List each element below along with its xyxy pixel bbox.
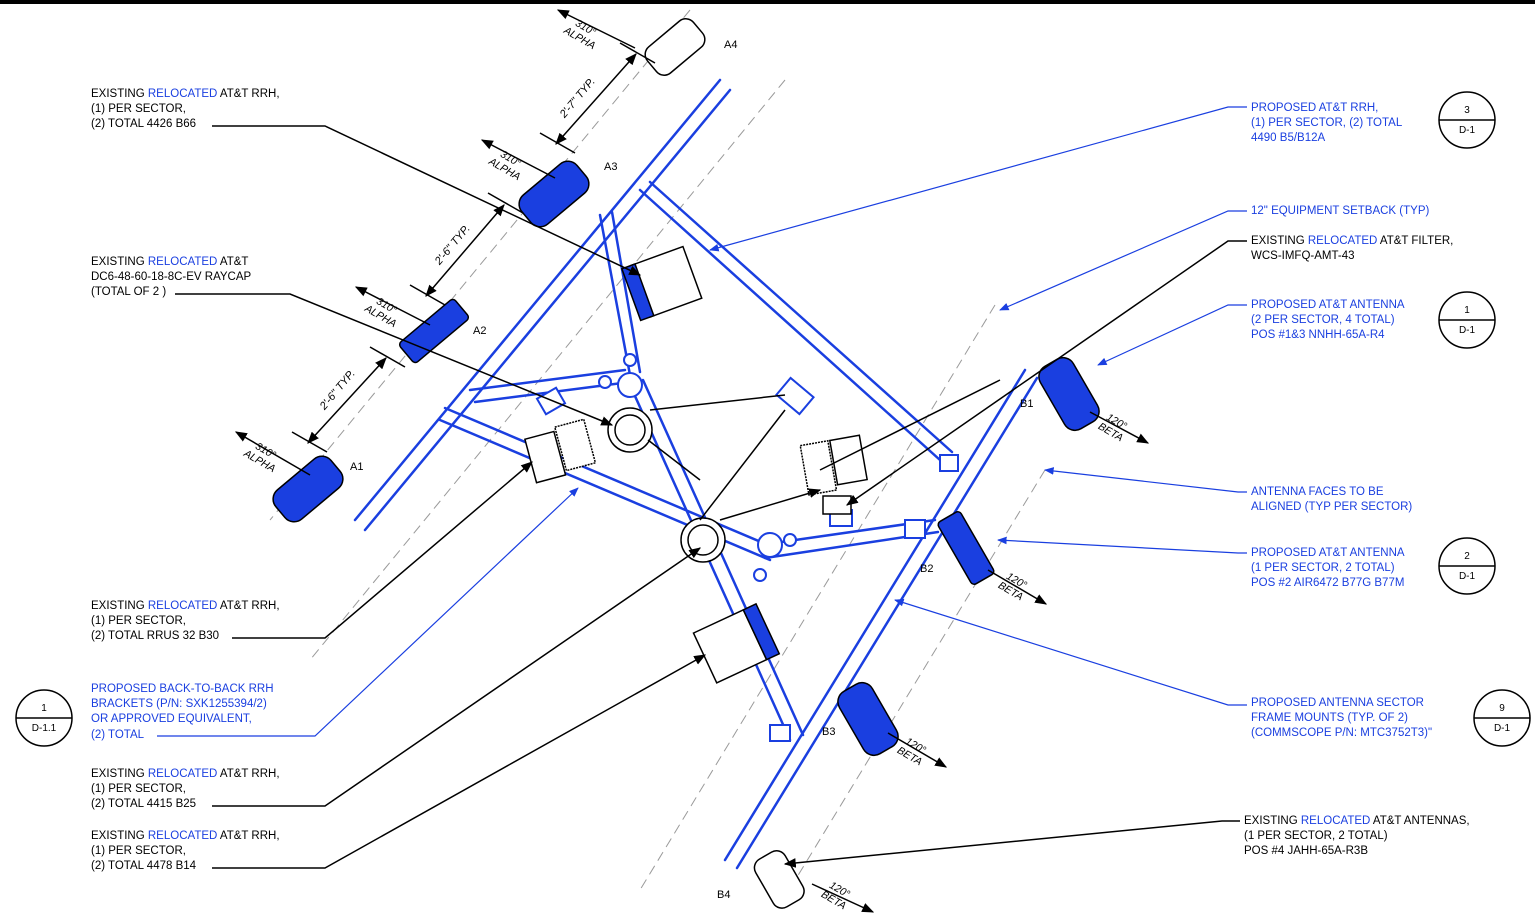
note-existing-rrh-rrus32: EXISTING RELOCATED AT&T RRH, (1) PER SEC… <box>91 600 280 643</box>
beta-azimuth-arrows <box>811 411 1150 913</box>
svg-text:2'-6" TYP.: 2'-6" TYP. <box>432 223 473 268</box>
detail-bubble-1-d1: 1 D-1 <box>1438 291 1496 349</box>
note-existing-raycap: EXISTING RELOCATED AT&T DC6-48-60-18-8C-… <box>91 256 252 299</box>
antenna-b4 <box>753 850 805 909</box>
svg-text:D-1: D-1 <box>1459 125 1476 136</box>
svg-text:2'-6" TYP.: 2'-6" TYP. <box>317 368 358 413</box>
detail-bubble-9-d1: 9 D-1 <box>1473 689 1531 747</box>
dimension-lines <box>291 42 656 453</box>
note-antenna-faces-aligned: ANTENNA FACES TO BE ALIGNED (TYP PER SEC… <box>1251 486 1413 514</box>
alpha-azimuth-arrows <box>234 9 636 476</box>
alignment-lines <box>269 9 1046 906</box>
svg-text:9: 9 <box>1499 703 1505 714</box>
note-proposed-frame-mounts: PROPOSED ANTENNA SECTOR FRAME MOUNTS (TY… <box>1251 697 1433 740</box>
note-proposed-antenna-air6472: PROPOSED AT&T ANTENNA (1 PER SECTOR, 2 T… <box>1251 547 1405 590</box>
svg-text:2'-7" TYP.: 2'-7" TYP. <box>557 76 598 121</box>
hub-assemblies <box>535 353 959 742</box>
antenna-a2 <box>398 298 470 364</box>
note-existing-rrh-4478: EXISTING RELOCATED AT&T RRH, (1) PER SEC… <box>91 830 280 873</box>
note-existing-filter: EXISTING RELOCATED AT&T FILTER, WCS-IMFQ… <box>1251 235 1454 263</box>
rrh-units <box>523 245 869 684</box>
beta-azimuth-text: 120° BETA 120° BETA 120° BETA 120° BETA <box>819 411 1129 912</box>
label-a1: A1 <box>350 461 363 473</box>
svg-text:1: 1 <box>41 703 47 714</box>
label-b2: B2 <box>920 563 933 575</box>
svg-text:2: 2 <box>1464 551 1470 562</box>
label-b4: B4 <box>717 889 730 901</box>
blue-leaders <box>157 106 1247 737</box>
label-b1: B1 <box>1020 398 1033 410</box>
label-a4: A4 <box>724 39 737 51</box>
label-b3: B3 <box>822 726 835 738</box>
svg-text:3: 3 <box>1464 105 1470 116</box>
alpha-antennas <box>272 18 706 523</box>
svg-text:1: 1 <box>1464 305 1470 316</box>
detail-bubble-2-d1: 2 D-1 <box>1438 537 1496 595</box>
svg-text:D-1: D-1 <box>1459 325 1476 336</box>
svg-text:D-1: D-1 <box>1494 723 1511 734</box>
svg-text:D-1: D-1 <box>1459 571 1476 582</box>
label-a2: A2 <box>473 325 486 337</box>
note-proposed-rrh-4490: PROPOSED AT&T RRH, (1) PER SECTOR, (2) T… <box>1251 102 1403 145</box>
note-existing-antennas-jahh: EXISTING RELOCATED AT&T ANTENNAS, (1 PER… <box>1244 815 1470 858</box>
antenna-b3 <box>837 681 899 757</box>
note-proposed-antenna-nnhh: PROPOSED AT&T ANTENNA (2 PER SECTOR, 4 T… <box>1251 299 1405 342</box>
note-proposed-brackets: PROPOSED BACK-TO-BACK RRH BRACKETS (P/N:… <box>91 683 274 741</box>
antenna-b2 <box>937 511 995 585</box>
detail-bubble-3-d1: 3 D-1 <box>1438 91 1496 149</box>
sector-frame-mounts <box>353 78 1039 870</box>
beta-antennas <box>753 356 1100 909</box>
note-existing-rrh-4415: EXISTING RELOCATED AT&T RRH, (1) PER SEC… <box>91 768 280 811</box>
label-a3: A3 <box>604 161 617 173</box>
antenna-b1 <box>1038 356 1100 432</box>
note-existing-rrh-4426: EXISTING RELOCATED AT&T RRH, (1) PER SEC… <box>91 88 280 131</box>
detail-bubble-1-d11: 1 D-1.1 <box>15 689 73 747</box>
position-labels: A4 A3 A2 A1 B1 B2 B3 B4 <box>350 39 1033 901</box>
svg-text:D-1.1: D-1.1 <box>32 723 57 734</box>
title-bar-edge <box>0 0 1535 4</box>
antenna-a3 <box>518 160 590 228</box>
antenna-a4 <box>644 18 706 76</box>
antenna-a1 <box>272 455 344 523</box>
note-equipment-setback: 12" EQUIPMENT SETBACK (TYP) <box>1251 205 1430 217</box>
black-leaders <box>175 125 1247 869</box>
